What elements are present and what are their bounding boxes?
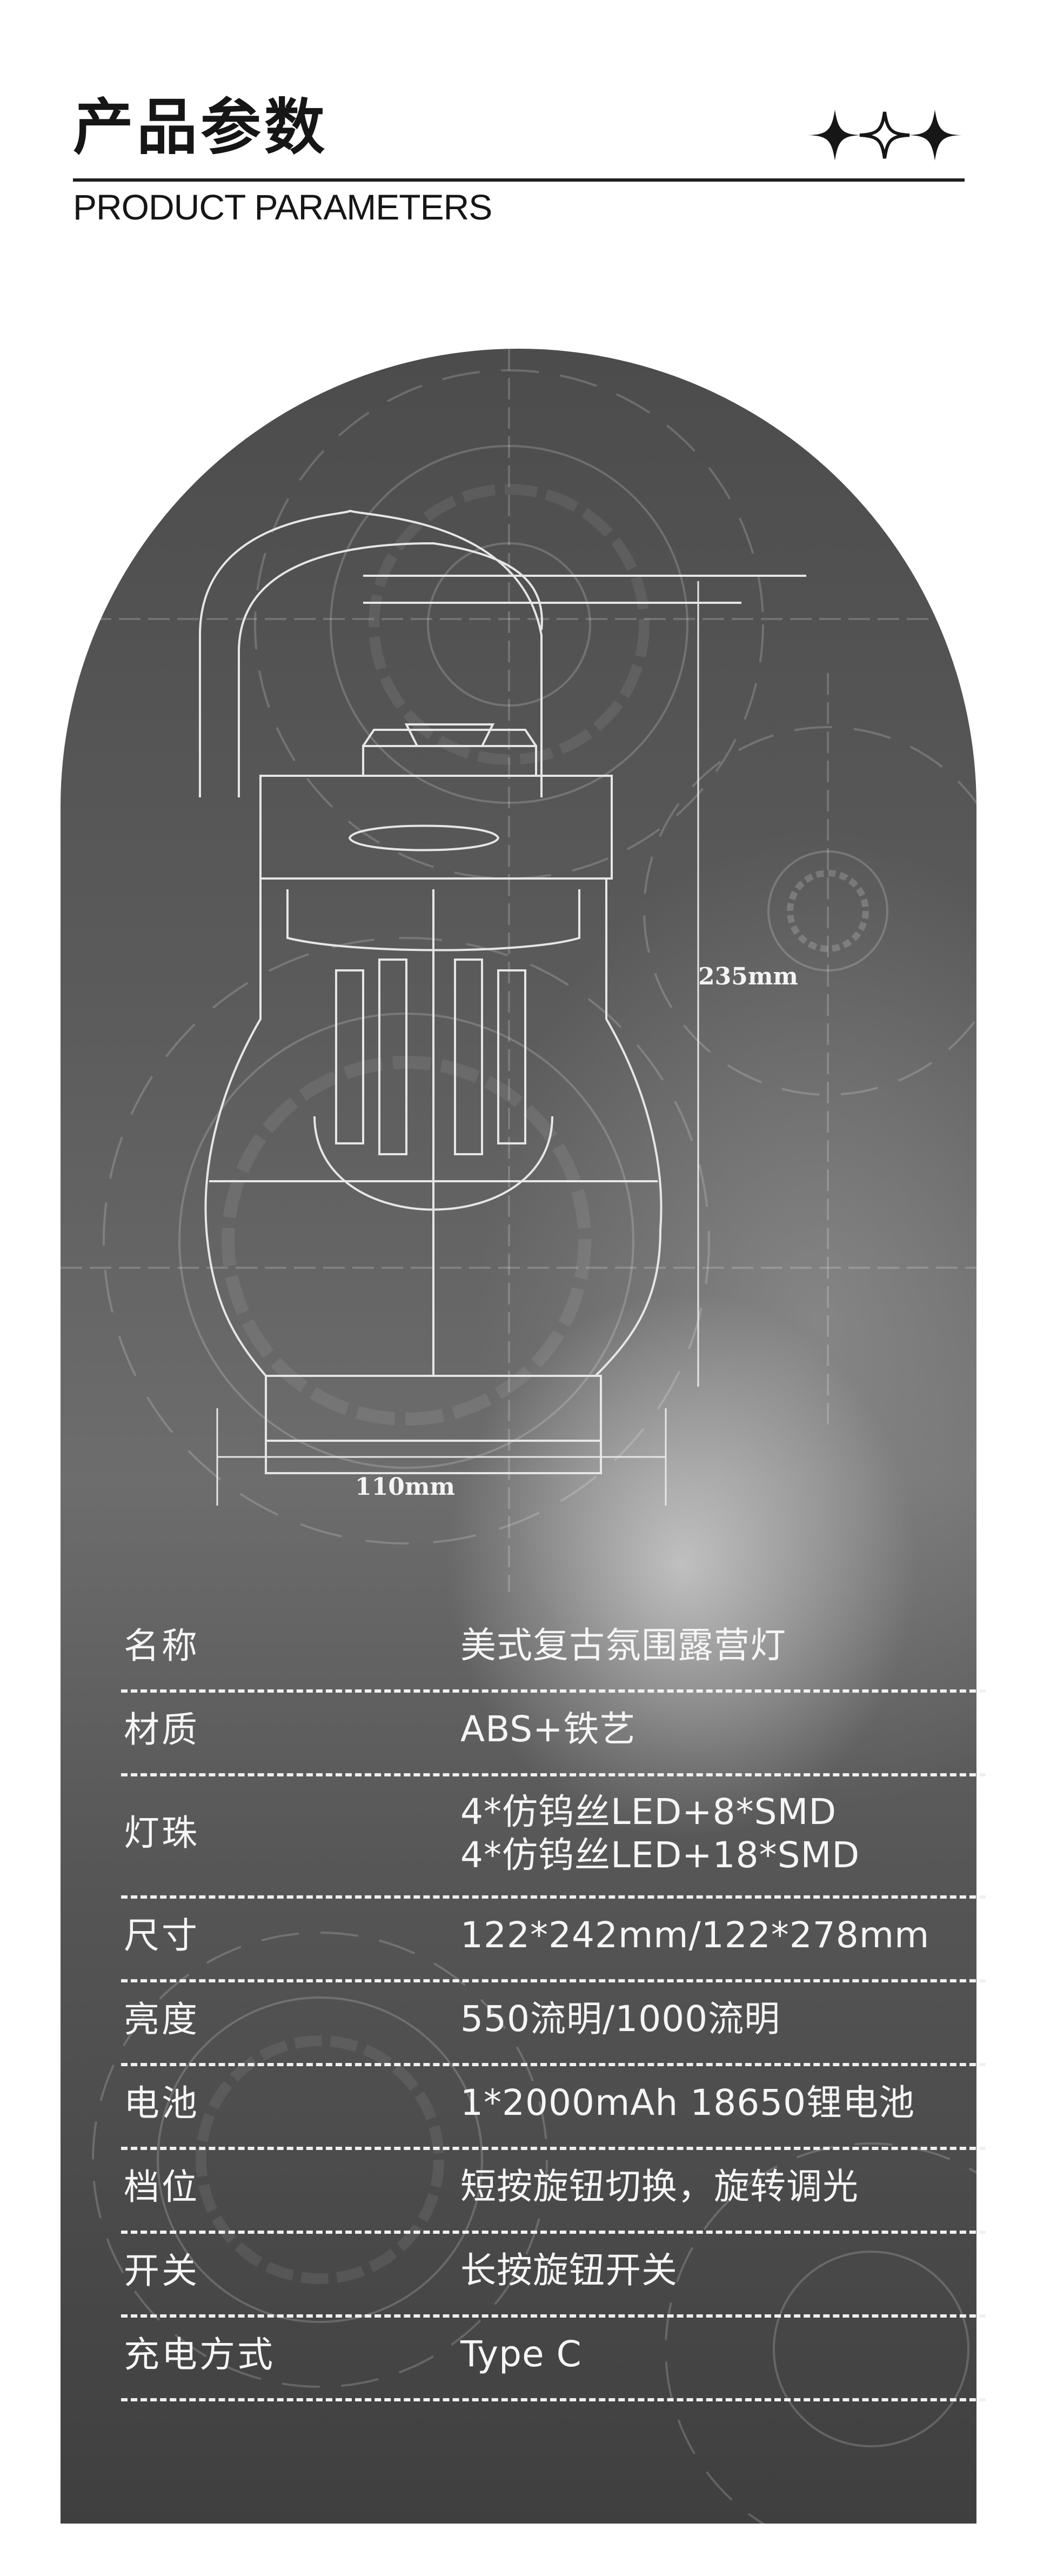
height-dimension-label: 235mm [698, 963, 798, 990]
star-outline-icon [859, 111, 910, 159]
param-value: Type C [460, 2333, 582, 2375]
param-label: 尺寸 [124, 1915, 199, 1956]
param-label: 充电方式 [124, 2334, 275, 2375]
width-dimension-label: 110mm [355, 1473, 455, 1501]
lantern-drawing [199, 509, 806, 1506]
gear-background [61, 349, 976, 2524]
row-divider [121, 2231, 986, 2234]
gear-outline [254, 369, 764, 880]
star-icon [908, 110, 962, 161]
param-label: 电池 [124, 2082, 199, 2124]
param-value: 4*仿钨丝LED+8*SMD [460, 1791, 837, 1833]
param-value: 短按旋钮切换，旋转调光 [460, 2166, 859, 2207]
param-value: 1*2000mAh 18650锂电池 [460, 2082, 915, 2124]
param-value-secondary: 4*仿钨丝LED+18*SMD [460, 1834, 860, 1876]
gear-outline [92, 1932, 548, 2388]
stars-icon [808, 110, 962, 161]
row-divider [121, 1979, 986, 1982]
row-divider [121, 2398, 986, 2401]
param-label: 材质 [124, 1709, 199, 1750]
param-value: 550流明/1000流明 [460, 1998, 781, 2040]
gear-outline [665, 2142, 976, 2524]
page-title: 产品参数 [73, 92, 328, 163]
param-label: 亮度 [124, 1999, 199, 2040]
param-label: 名称 [124, 1625, 199, 1667]
gear-outline [643, 726, 976, 1096]
param-value: 长按旋钮开关 [460, 2249, 678, 2291]
page-subtitle: PRODUCT PARAMETERS [73, 187, 492, 227]
row-divider [121, 2063, 986, 2066]
param-label: 档位 [124, 2166, 199, 2208]
param-value: 美式复古氛围露营灯 [460, 1625, 786, 1666]
row-divider [121, 1689, 986, 1693]
lantern-knob [404, 723, 495, 747]
param-label: 灯珠 [124, 1812, 199, 1854]
row-divider [121, 1773, 986, 1776]
param-label: 开关 [124, 2250, 199, 2292]
title-underline [73, 178, 965, 182]
gear-outline [103, 937, 710, 1545]
parameter-panel: 235mm 110mm [61, 349, 976, 2524]
row-divider [121, 1895, 986, 1899]
star-icon [808, 110, 862, 161]
row-divider [121, 2314, 986, 2318]
param-value: ABS+铁艺 [460, 1708, 636, 1750]
row-divider [121, 2147, 986, 2150]
param-value: 122*242mm/122*278mm [460, 1914, 930, 1956]
